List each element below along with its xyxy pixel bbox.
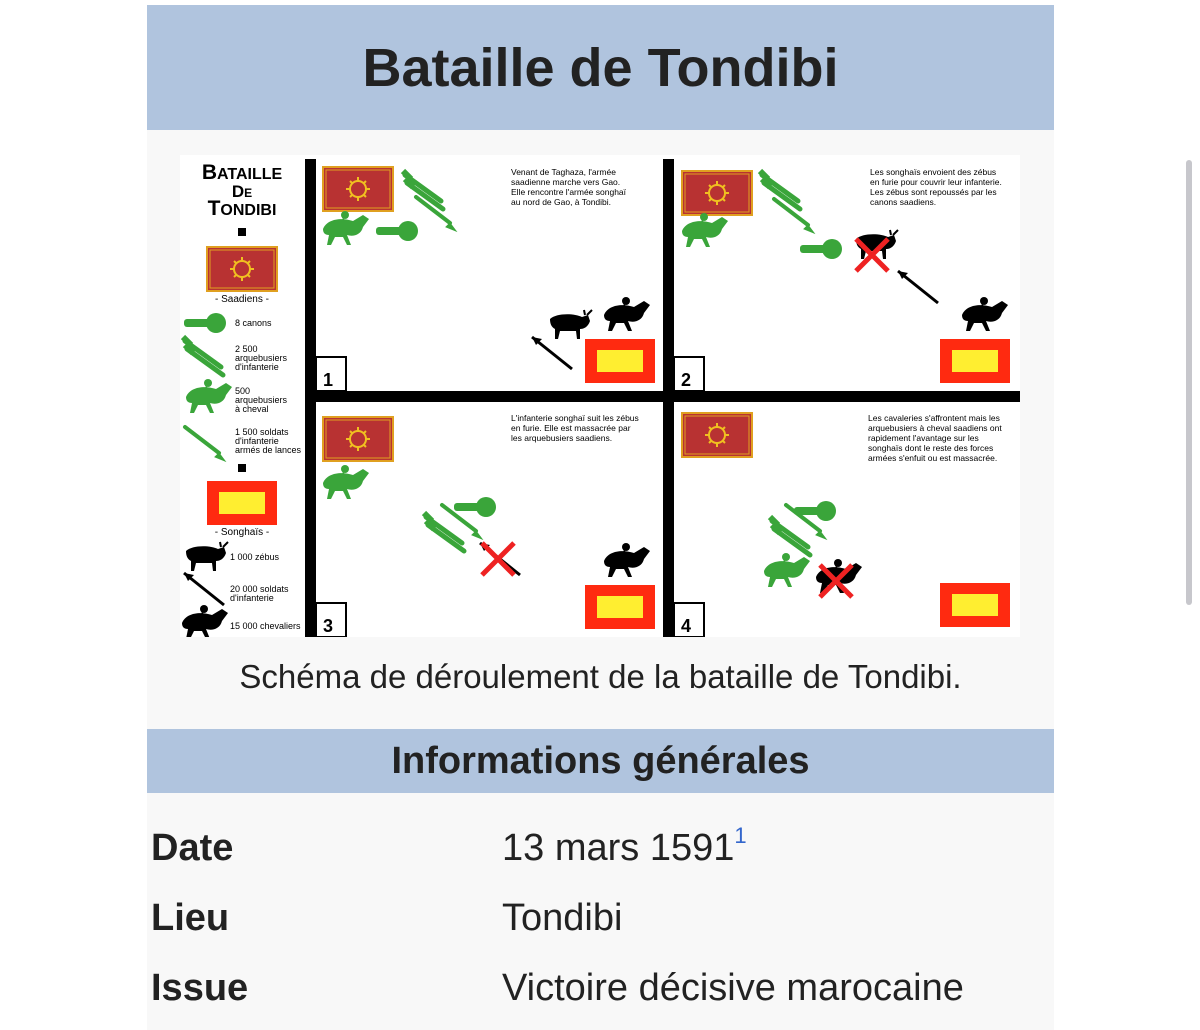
infobox: Bataille de Tondibi	[147, 5, 1054, 1030]
info-label: Date	[151, 827, 234, 869]
legend-lances: 1 500 soldats d'infanterie armés de lanc…	[235, 427, 302, 455]
info-value: Victoire décisive marocaine	[502, 967, 964, 1009]
panel-1-text: Venant de Taghaza, l'armée saadienne mar…	[511, 167, 628, 207]
info-label: Issue	[151, 967, 249, 1009]
info-row-date: Date 13 mars 15911	[147, 823, 1054, 887]
info-row-lieu: Lieu Tondibi	[147, 897, 1054, 957]
panel-1: Venant de Taghaza, l'armée saadienne mar…	[315, 166, 655, 392]
panel-1-number: 1	[323, 370, 333, 390]
panel-3: L'infanterie songhaï suit les zébus en f…	[315, 413, 655, 637]
page-title: Bataille de Tondibi	[362, 37, 839, 98]
legend-canons: 8 canons	[235, 318, 272, 328]
legend-title-line2: DE	[232, 182, 252, 201]
panel-3-text: L'infanterie songhaï suit les zébus en f…	[511, 413, 641, 443]
image-caption: Schéma de déroulement de la bataille de …	[239, 658, 962, 695]
legend-saadiens-label: - Saadiens -	[215, 294, 269, 305]
info-value: 13 mars 15911	[502, 823, 747, 869]
legend-lance-icon	[183, 425, 227, 463]
section-header: Informations générales	[147, 729, 1054, 793]
legend-arquebusiers-cav: 500 arquebusiers à cheval	[235, 386, 290, 414]
legend-zebus: 1 000 zébus	[230, 552, 280, 562]
panel-4-text: Les cavaleries s'affrontent mais les arq…	[868, 413, 1004, 463]
panel-2-number: 2	[681, 370, 691, 390]
legend-horseman-icon	[186, 379, 232, 413]
legend-spear-icon	[182, 571, 226, 607]
reference-link[interactable]: 1	[734, 823, 747, 848]
legend-songhais-label: - Songhaïs -	[215, 527, 269, 538]
legend-infanterie: 20 000 soldats d'infanterie	[230, 584, 291, 603]
infobox-title-bar: Bataille de Tondibi	[147, 5, 1054, 130]
battle-map-image[interactable]: BATAILLE DE TONDIBI - Saadiens - 8 canon…	[180, 155, 1020, 637]
panel-4-number: 4	[681, 616, 691, 636]
battle-map-svg: BATAILLE DE TONDIBI - Saadiens - 8 canon…	[180, 159, 1020, 637]
legend-arquebusiers-inf: 2 500 arquebusiers d'infanterie	[235, 344, 290, 372]
panel-3-number: 3	[323, 616, 333, 636]
legend-knight-icon	[182, 605, 228, 637]
section-title: Informations générales	[391, 739, 810, 782]
info-label: Lieu	[151, 897, 230, 939]
info-row-issue: Issue Victoire décisive marocaine	[147, 967, 1054, 1027]
songhai-flag-icon	[207, 481, 277, 525]
panel-4: Les cavaleries s'affrontent mais les arq…	[673, 412, 1010, 637]
legend-square-icon-2	[238, 464, 246, 472]
legend-title-line1: BATAILLE	[202, 161, 283, 184]
saadien-flag-icon	[206, 246, 278, 292]
legend-title-line3: TONDIBI	[208, 197, 277, 220]
legend-chevaliers: 15 000 chevaliers	[230, 621, 301, 631]
legend-cannon-icon	[184, 313, 226, 333]
info-value: Tondibi	[502, 897, 623, 939]
panel-2-text: Les songhaïs envoient des zébus en furie…	[870, 167, 1004, 207]
scrollbar[interactable]	[1186, 160, 1192, 605]
legend-zebu-icon	[185, 541, 229, 572]
legend-arquebus-icon	[183, 337, 223, 375]
legend-square-icon	[238, 228, 246, 236]
panel-2: Les songhaïs envoient des zébus en furie…	[673, 167, 1010, 392]
